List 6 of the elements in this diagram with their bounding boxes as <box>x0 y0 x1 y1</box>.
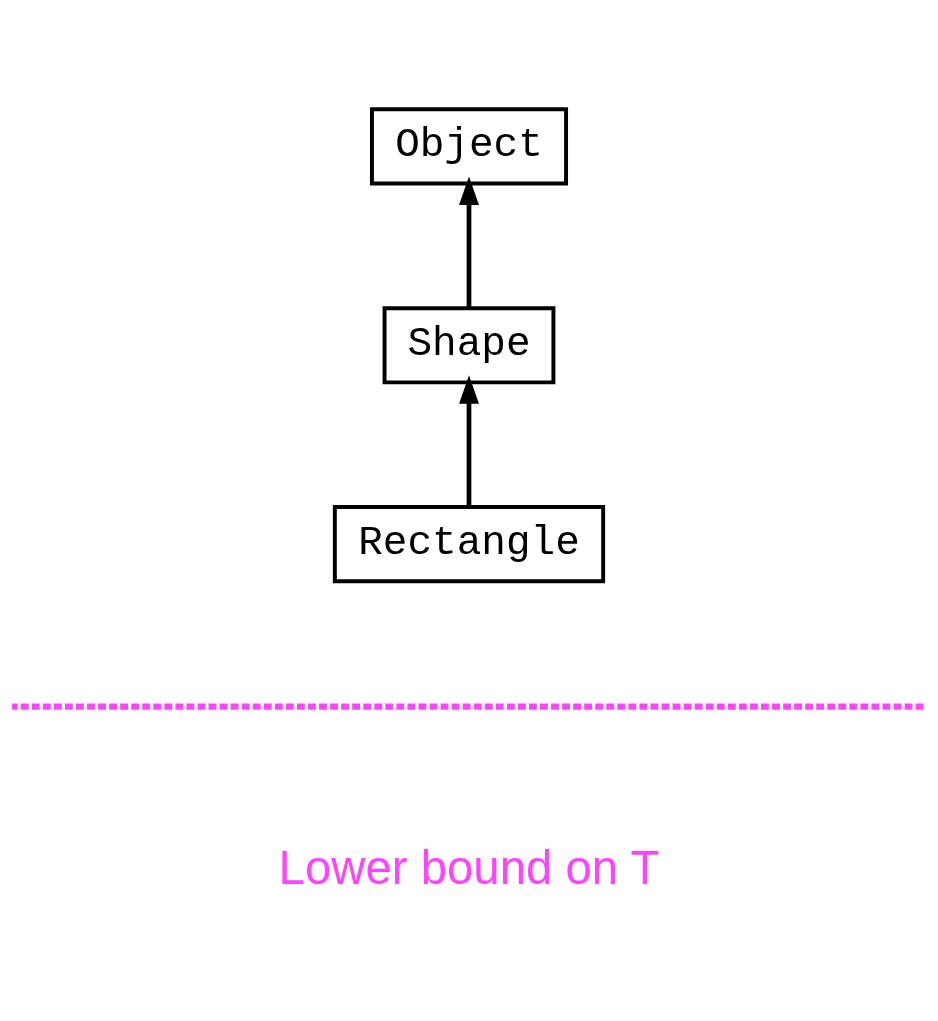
arrow <box>459 175 479 308</box>
node-box: Shape <box>382 305 556 384</box>
node-box: Rectangle <box>332 504 606 583</box>
node-box: Object <box>369 106 569 185</box>
label: Lower bound on T <box>278 840 660 894</box>
arrow <box>459 374 479 507</box>
